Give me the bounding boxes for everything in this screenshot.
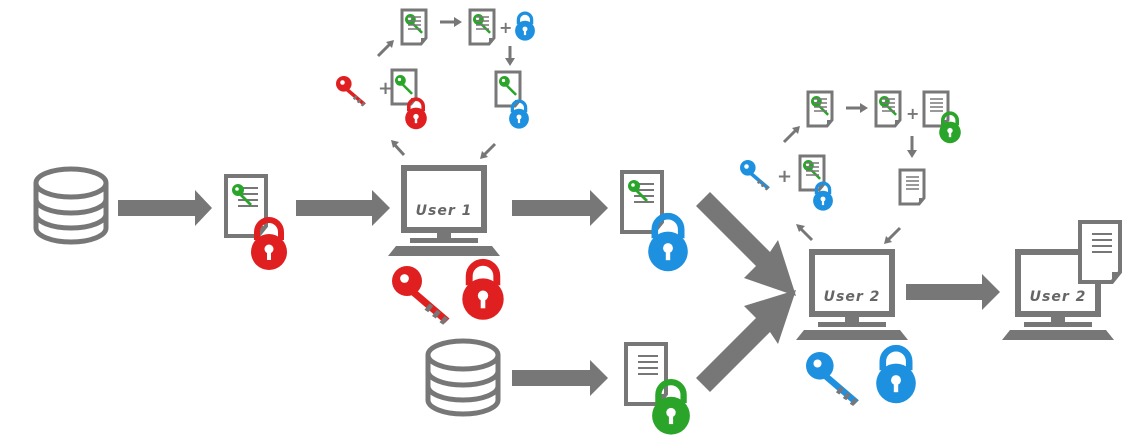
plus-sign: + xyxy=(906,104,919,123)
key-icon-red xyxy=(392,266,450,325)
monitor-icon-user2: User 2 xyxy=(796,252,908,340)
padlock-icon-green xyxy=(652,382,690,435)
user2-label: User 2 xyxy=(824,289,881,305)
arrow-icon xyxy=(118,190,212,226)
document-icon xyxy=(874,90,902,128)
padlock-icon-red xyxy=(462,262,503,320)
document-icon xyxy=(468,8,496,46)
database-icon-2 xyxy=(428,341,498,414)
plus-sign: + xyxy=(378,78,393,99)
arrow-icon xyxy=(696,192,796,296)
padlock-icon-blue xyxy=(648,216,688,271)
monitor-icon-user1: User 1 xyxy=(388,168,500,256)
padlock-icon-blue xyxy=(507,99,531,131)
padlock-icon-blue xyxy=(876,348,916,403)
padlock-icon-red xyxy=(403,97,429,131)
user2-final-label: User 2 xyxy=(1030,289,1087,305)
padlock-icon-blue xyxy=(513,11,537,43)
arrow-icon xyxy=(906,274,1000,310)
user1-label: User 1 xyxy=(416,203,473,219)
plus-sign: + xyxy=(777,166,792,187)
arrow-icon xyxy=(696,290,796,392)
document-icon xyxy=(400,8,428,46)
arrow-icon xyxy=(512,190,608,226)
monitor-icon-user2-final: User 2 xyxy=(1002,252,1114,340)
padlock-icon-green xyxy=(937,111,963,145)
padlock-icon-red xyxy=(251,220,287,270)
plus-sign: + xyxy=(499,18,512,37)
arrow-icon xyxy=(512,360,608,396)
arrow-icon xyxy=(296,190,390,226)
document-icon xyxy=(1078,220,1122,284)
key-icon-blue xyxy=(806,352,859,407)
key-icon-blue xyxy=(740,160,770,191)
key-icon-red xyxy=(336,76,366,107)
database-icon-1 xyxy=(36,169,106,242)
document-icon xyxy=(806,90,834,128)
document-icon xyxy=(898,168,926,206)
